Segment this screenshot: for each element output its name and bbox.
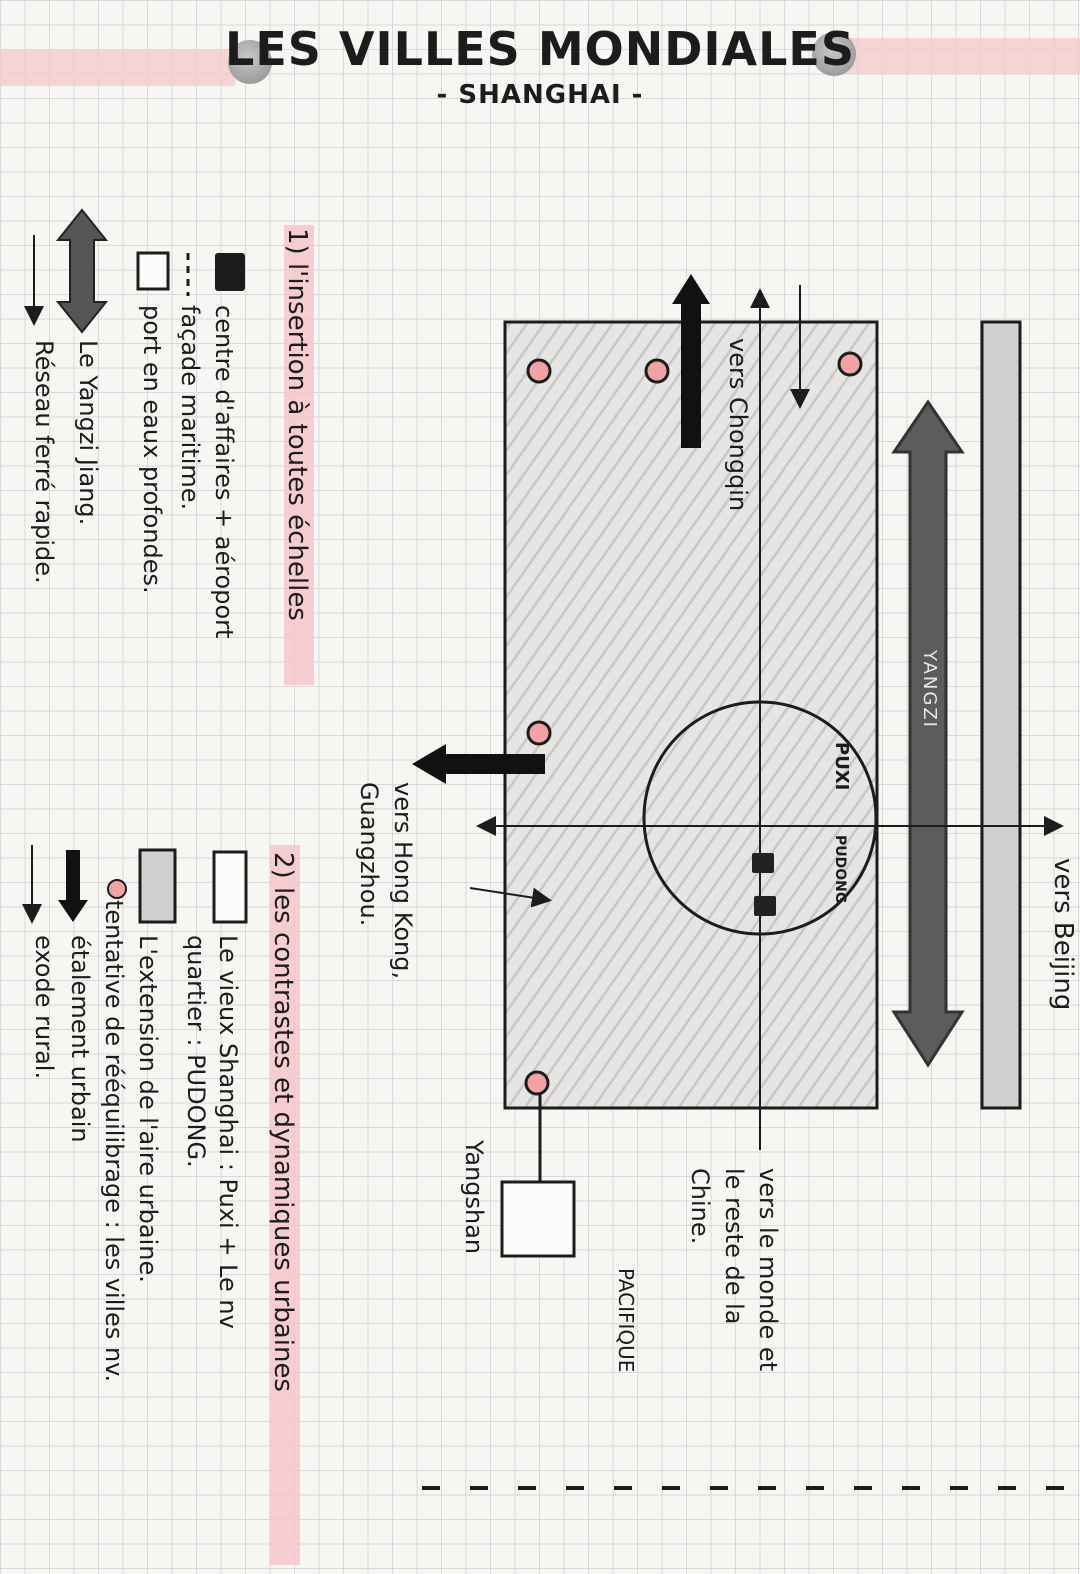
coast-strip (980, 320, 1022, 1110)
label-yangzi: YANGZI (919, 650, 940, 729)
highlight-strip-left (0, 50, 235, 86)
label-vers-chongqin: vers Chongqin (724, 338, 752, 512)
grey-square-icon (138, 848, 177, 924)
thick-arrow-up-icon (672, 274, 710, 448)
empty-square-icon (136, 251, 170, 291)
binder-hole-left (228, 40, 272, 84)
new-town-dot (526, 720, 552, 746)
label-puxi: PUXI (831, 742, 852, 791)
new-town-dot (644, 358, 670, 384)
new-town-dot (524, 1070, 550, 1096)
legend1-heading: 1) l'insertion à toutes échelles (282, 228, 312, 621)
new-town-dot (837, 351, 863, 377)
legend1-item-text: façade maritime. (176, 305, 204, 511)
yangshan-port-square (500, 1180, 576, 1258)
label-vers-hong-kong: vers Hong Kong, Guangzhou. (355, 782, 417, 980)
double-arrow-icon (55, 208, 109, 334)
legend1-heading-highlight (284, 225, 314, 685)
highlight-strip-right (845, 38, 1080, 74)
label-vers-le-monde: vers le monde et le reste de la Chine. (686, 1168, 782, 1372)
business-center-square (752, 853, 774, 873)
legend1-item-text: centre d'affaires + aéroport (210, 305, 238, 639)
legend1-item-text: Réseau ferré rapide. (30, 340, 58, 584)
label-yangshan: Yangshan (460, 1140, 488, 1255)
thick-arrow-icon (58, 850, 88, 922)
legend2-item-text: L'extension de l'aire urbaine. (134, 935, 162, 1283)
label-pacifique: PACIFIQUE (614, 1268, 638, 1373)
thin-arrow-left (469, 887, 552, 908)
legend2-heading-highlight (270, 845, 300, 1565)
new-town-dot (526, 358, 552, 384)
legend2-item-text: étalement urbain (66, 935, 94, 1143)
legend1-item-text: Le Yangzi Jiang. (74, 340, 102, 526)
label-vers-beijing: vers Beijing (1048, 858, 1078, 1011)
pink-dot-icon (107, 879, 127, 899)
binder-hole-right (812, 32, 856, 76)
empty-square-icon (212, 850, 248, 924)
airport-square (754, 896, 776, 916)
legend2-heading: 2) les contrastes et dynamiques urbaines (268, 852, 298, 1392)
yangzi-double-arrow-icon (891, 399, 965, 1068)
page-title: LES VILLES MONDIALES (225, 22, 855, 76)
label-pudong: PUDONG (832, 835, 848, 904)
legend2-item-text: tentative de rééquilibrage : les villes … (100, 900, 128, 1383)
legend1-item-text: port en eaux profondes. (138, 305, 166, 594)
legend2-item-text: exode rural. (30, 935, 58, 1080)
black-square-icon (215, 253, 245, 291)
thick-arrow-left-icon (412, 744, 545, 784)
city-center-circle (642, 700, 878, 936)
page-subtitle: - SHANGHAI - (436, 80, 644, 110)
legend2-item-text: Le vieux Shanghai : Puxi + Le nv quartie… (182, 935, 242, 1329)
